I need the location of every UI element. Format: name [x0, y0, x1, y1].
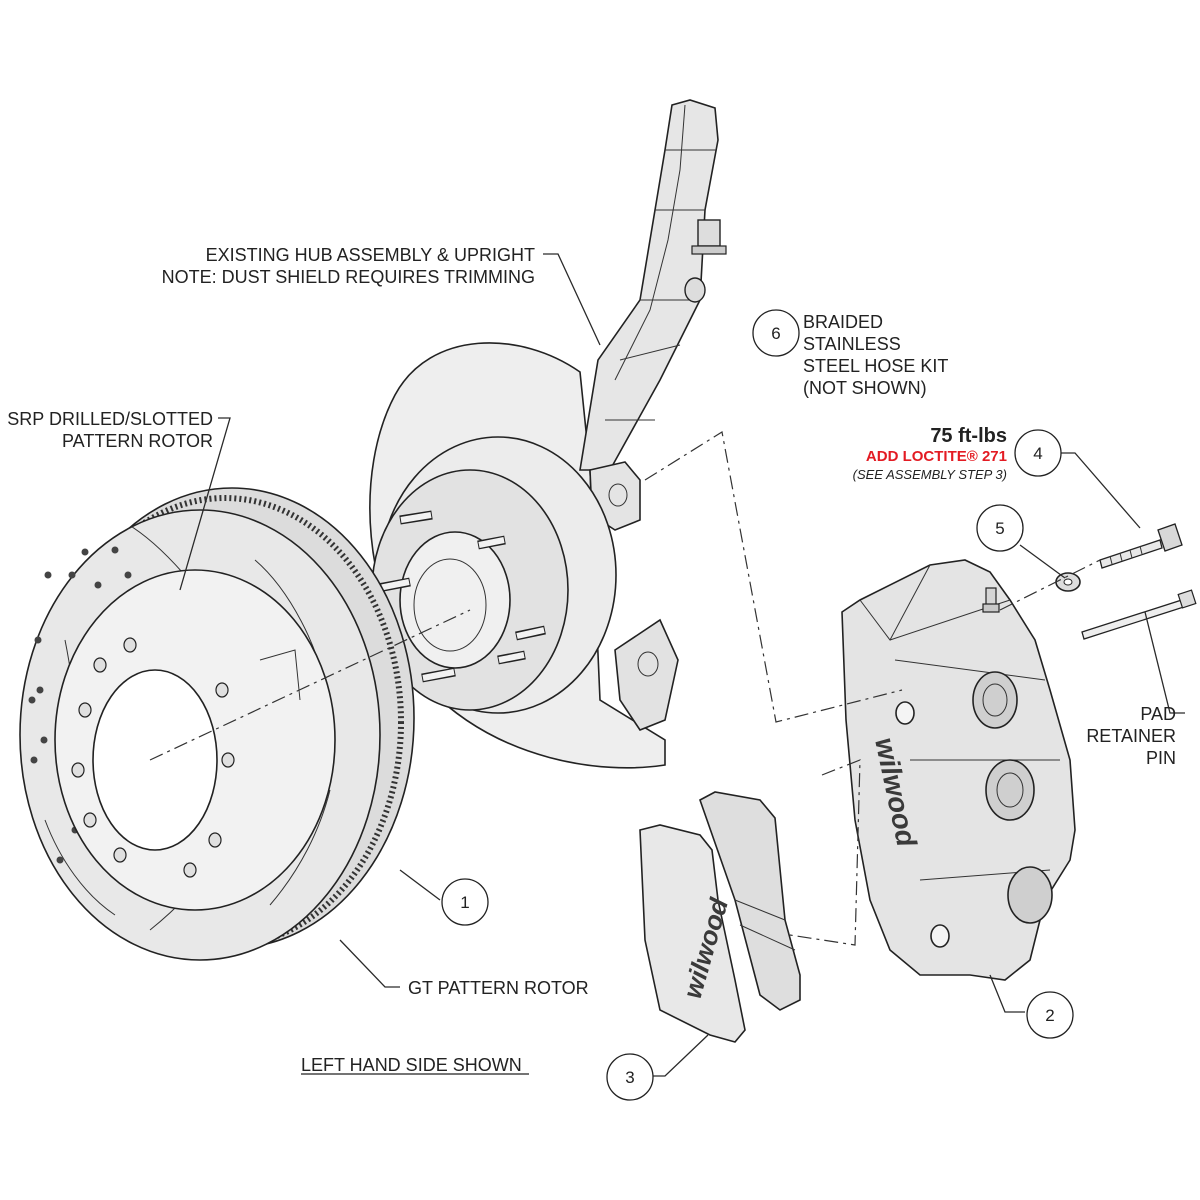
leader-gt-rotor — [339, 939, 400, 988]
caliper-window-upper — [972, 671, 1018, 729]
rotor-assembly — [19, 487, 415, 961]
pad-pin-label-line1: PAD — [1140, 704, 1176, 724]
hat-step — [259, 649, 301, 701]
brake-pads: wilwood — [639, 791, 801, 1043]
brake-pad-outer — [639, 824, 746, 1043]
callout-4: 4 — [1014, 429, 1062, 477]
hub-and-upright-assembly — [369, 99, 727, 769]
pad-pin-label-line3: PIN — [1146, 748, 1176, 768]
hub-center-bore — [399, 531, 511, 669]
leader-callout-2 — [989, 974, 1025, 1013]
upright-arm — [579, 99, 719, 471]
leader-srp-rotor — [179, 417, 231, 591]
callout-4-number: 4 — [1033, 444, 1042, 463]
caliper-assembly: wilwood — [841, 559, 1076, 981]
srp-rotor-label-line1: SRP DRILLED/SLOTTED — [7, 409, 213, 429]
callout-3-number: 3 — [625, 1068, 634, 1087]
hose-kit-label-line1: BRAIDED — [803, 312, 883, 332]
pad-pin-label-line2: RETAINER — [1086, 726, 1176, 746]
wheel-studs — [377, 510, 546, 683]
callout-1: 1 — [441, 878, 489, 926]
callout-3: 3 — [606, 1053, 654, 1101]
knuckle-bore — [637, 651, 659, 677]
caliper-mount-hole-upper — [895, 701, 915, 725]
pad-retainer-pin-part — [1081, 589, 1197, 640]
gt-rotor-label: GT PATTERN ROTOR — [408, 978, 589, 998]
upright-edge-line — [614, 104, 686, 381]
caliper-window-lower — [1007, 866, 1053, 924]
pad-alignment-line — [789, 759, 861, 946]
leader-callout-5 — [1019, 544, 1066, 579]
caliper-mounting-bolt — [1099, 523, 1183, 569]
alignment-lines — [149, 431, 1101, 946]
lower-knuckle — [614, 618, 679, 731]
hose-kit-label-line2: STAINLESS — [803, 334, 901, 354]
callout-5-number: 5 — [995, 519, 1004, 538]
upright-bolt-upper — [691, 219, 727, 255]
bolt-axis-line — [999, 559, 1101, 611]
caliper-bleeder-screw — [982, 587, 1000, 613]
rotor-axis-line — [149, 609, 471, 761]
hub-assembly-label: EXISTING HUB ASSEMBLY & UPRIGHT — [206, 245, 535, 265]
torque-spec: 75 ft-lbs — [930, 425, 1007, 447]
callout-6-number: 6 — [771, 324, 780, 343]
loctite-note: ADD LOCTITE® 271 — [866, 448, 1007, 465]
upright-bolt-lower — [684, 277, 706, 303]
leader-callout-4 — [1058, 452, 1141, 529]
caliper-window-middle — [985, 759, 1035, 821]
hose-kit-label-line3: STEEL HOSE KIT — [803, 356, 948, 376]
upright-facets — [605, 149, 716, 421]
callout-1-number: 1 — [460, 893, 469, 912]
leader-lines — [179, 253, 1185, 1077]
leader-callout-3 — [652, 1034, 709, 1077]
hose-kit-label-line4: (NOT SHOWN) — [803, 378, 927, 398]
leader-hub — [543, 253, 601, 346]
rotor-hat-bolt-holes — [71, 637, 235, 878]
callout-5: 5 — [976, 504, 1024, 552]
callout-2-number: 2 — [1045, 1006, 1054, 1025]
leader-callout-1 — [399, 869, 441, 901]
dust-shield-note: NOTE: DUST SHIELD REQUIRES TRIMMING — [162, 267, 535, 287]
callout-2: 2 — [1026, 991, 1074, 1039]
hardware — [1055, 523, 1197, 640]
leader-pad-pin — [1144, 611, 1185, 714]
rotor-center-bore — [92, 669, 218, 851]
srp-rotor-label-line2: PATTERN ROTOR — [62, 431, 213, 451]
callout-6: 6 — [752, 309, 800, 357]
caliper-mount-hole-lower — [930, 924, 950, 948]
left-side-note: LEFT HAND SIDE SHOWN — [301, 1055, 522, 1075]
brake-pad-inner — [699, 791, 801, 1011]
assembly-step-note: (SEE ASSEMBLY STEP 3) — [853, 467, 1007, 482]
